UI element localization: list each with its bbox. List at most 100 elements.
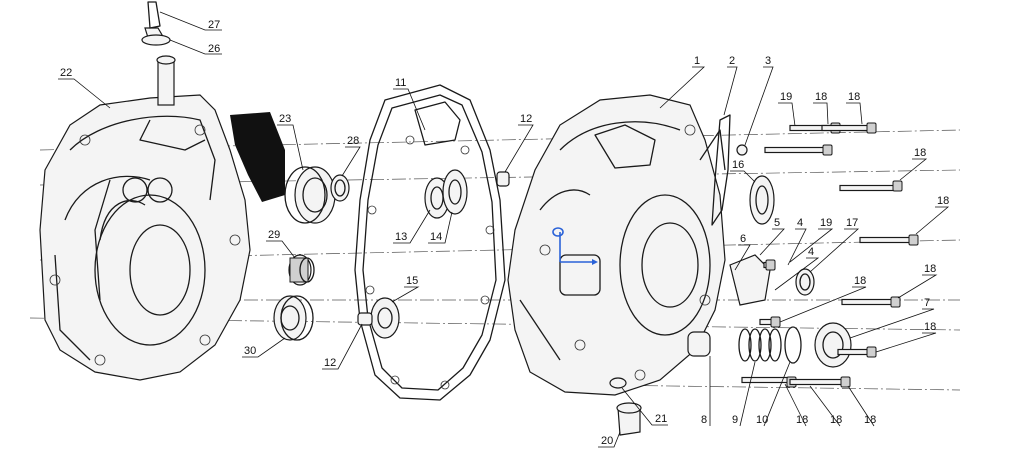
callout-number: 19: [820, 217, 832, 229]
washer-21: [609, 377, 627, 389]
callout-c5: 5: [759, 217, 785, 256]
leader-line: [391, 286, 420, 303]
callout-number: 21: [655, 413, 667, 425]
callout-number: 29: [268, 229, 280, 241]
callout-number: 12: [520, 113, 532, 125]
oring-17: [795, 268, 815, 296]
callout-c21: 21: [621, 387, 668, 426]
leader-line: [734, 244, 751, 271]
bolts-group: [741, 122, 919, 388]
leader-line: [58, 78, 111, 109]
callout-number: 18: [914, 147, 926, 159]
callout-c12b: 12: [322, 323, 363, 370]
leader-line: [159, 11, 222, 31]
callout-number: 17: [846, 217, 858, 229]
coordinate-axis-indicator: [552, 227, 598, 265]
callout-c16: 16: [730, 159, 756, 183]
callout-number: 23: [279, 113, 291, 125]
callout-number: 18: [864, 414, 876, 426]
leader-line: [739, 361, 756, 427]
callout-c4a: 4: [787, 217, 807, 266]
leader-line: [598, 431, 621, 448]
leader-line: [779, 286, 867, 323]
callout-c27: 27: [159, 11, 222, 31]
callout-number: 19: [780, 91, 792, 103]
callout-number: 22: [60, 67, 72, 79]
hatched-gear: [230, 112, 285, 202]
leader-line: [169, 39, 222, 55]
callout-c18b: 18: [846, 91, 863, 125]
dowel-pin-upper: [496, 171, 510, 187]
callout-number: 18: [854, 275, 866, 287]
callout-c17: 17: [809, 217, 860, 273]
callout-number: 5: [774, 217, 780, 229]
callout-c4b: 4: [774, 246, 820, 291]
callout-number: 6: [740, 233, 746, 245]
leader-line: [849, 308, 935, 339]
callout-c18c: 18: [899, 147, 928, 181]
callout-number: 26: [208, 43, 220, 55]
leader-line: [846, 102, 863, 125]
callout-c14: 14: [428, 211, 453, 244]
leader-line: [504, 124, 534, 173]
bracket-2: [711, 114, 731, 226]
callout-c9: 9: [732, 361, 756, 427]
callout-c22: 22: [58, 67, 111, 109]
callout-number: 16: [732, 159, 744, 171]
callout-number: 18: [937, 195, 949, 207]
callout-number: 12: [324, 357, 336, 369]
leader-line: [778, 102, 796, 127]
callout-number: 14: [430, 231, 442, 243]
callout-c19b: 19: [789, 217, 834, 263]
bolt: [759, 316, 781, 328]
bolt: [764, 144, 833, 156]
bolt: [763, 259, 776, 271]
callout-c23: 23: [277, 113, 304, 171]
callout-c18g: 18: [875, 321, 936, 353]
callout-number: 2: [729, 55, 735, 67]
callout-number: 4: [797, 217, 803, 229]
bolt-3: [736, 144, 748, 156]
bolt: [837, 346, 877, 358]
leader-line: [266, 240, 296, 259]
leader-line: [393, 88, 426, 131]
oring-10: [784, 326, 802, 364]
callout-number: 1: [694, 55, 700, 67]
gasket: [354, 84, 506, 401]
bearing-14: [442, 169, 468, 215]
leader-line: [897, 274, 938, 299]
oil-seal-16: [749, 175, 775, 225]
callout-c18h: 18: [784, 383, 808, 427]
callout-c8: 8: [701, 356, 711, 426]
leader-line: [763, 361, 791, 427]
callout-number: 10: [756, 414, 768, 426]
callout-c6: 6: [734, 233, 751, 271]
leader-line: [847, 385, 875, 427]
bearing-30: [273, 295, 314, 341]
callout-c30: 30: [242, 337, 286, 358]
callout-number: 20: [601, 435, 613, 447]
callout-number: 9: [732, 414, 738, 426]
callout-c19a: 19: [778, 91, 796, 127]
bolt: [841, 296, 901, 308]
callout-number: 18: [848, 91, 860, 103]
leader-line: [809, 385, 841, 427]
bolt: [821, 122, 877, 134]
callout-c18e: 18: [779, 275, 867, 323]
callout-c29: 29: [266, 229, 296, 259]
bolt: [859, 234, 919, 246]
leader-line: [744, 66, 774, 146]
bolt: [839, 180, 903, 192]
callout-number: 11: [395, 77, 406, 89]
leader-line: [428, 211, 453, 244]
callout-number: 7: [924, 297, 930, 309]
bolt: [789, 376, 851, 388]
right-crankcase: [507, 94, 726, 396]
leader-line: [787, 228, 807, 266]
cover-5: [729, 254, 771, 306]
bearing-29: [288, 254, 315, 286]
callout-c10: 10: [756, 361, 791, 427]
callout-c18j: 18: [847, 385, 876, 427]
